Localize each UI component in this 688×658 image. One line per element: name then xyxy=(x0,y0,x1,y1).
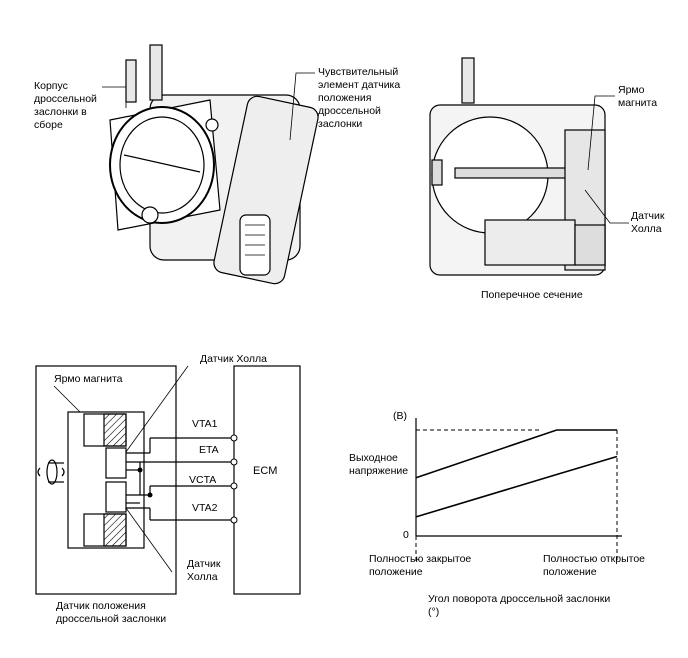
hall-sensor-label-circuit-top: Датчик Холла xyxy=(200,353,267,365)
circuit-diagram xyxy=(35,365,301,595)
terminal-vta2: VTA2 xyxy=(192,502,218,514)
rotation-shaft xyxy=(46,459,58,485)
throttle-body-illustration xyxy=(109,44,319,285)
series-line-1 xyxy=(415,429,617,479)
magnet-yoke-label-circuit: Ярмо магнита xyxy=(54,373,123,385)
output-graph xyxy=(415,418,622,562)
terminal-vta1: VTA1 xyxy=(192,418,218,430)
cross-section-caption: Поперечное сечение xyxy=(481,289,583,301)
ecm-label: ECM xyxy=(253,465,278,477)
housing-label: Корпус дроссельной заслонки в сборе xyxy=(34,80,97,131)
magnet-top-hatched xyxy=(103,413,127,447)
magnet-yoke-box xyxy=(67,411,145,549)
magnet-bottom-hatched xyxy=(103,513,127,547)
x-start-label: Полностью закрытое положение xyxy=(369,553,472,578)
y-zero-label: 0 xyxy=(403,529,409,541)
cross-section-illustration xyxy=(429,57,606,276)
x-axis-title: Угол поворота дроссельной заслонки (°) xyxy=(428,593,611,618)
terminal-vcta: VCTA xyxy=(189,474,217,486)
circuit-junctions xyxy=(137,467,153,498)
hall-ic-top xyxy=(105,447,127,479)
x-end-label: Полностью открытое положение xyxy=(543,553,646,578)
series-line-2 xyxy=(415,455,618,518)
sensor-caption: Датчик положения дроссельной заслонки xyxy=(56,600,167,625)
y-axis-label: Выходное напряжение xyxy=(349,452,409,477)
hall-ic-bottom xyxy=(105,481,127,513)
y-unit-label: (В) xyxy=(393,410,407,422)
ecm-box xyxy=(233,365,301,595)
sensor-element-label: Чувствительный элемент датчика положения… xyxy=(318,66,401,130)
hall-sensor-label-top: Датчик Холла xyxy=(631,210,665,235)
ecm-terminals xyxy=(230,434,238,524)
leader-lines xyxy=(102,72,629,224)
hall-sensor-label-circuit-bottom: Датчик Холла xyxy=(187,558,221,583)
magnet-yoke-label-top: Ярмо магнита xyxy=(618,84,658,109)
sensor-box xyxy=(35,365,177,595)
terminal-eta: ETA xyxy=(199,444,219,456)
